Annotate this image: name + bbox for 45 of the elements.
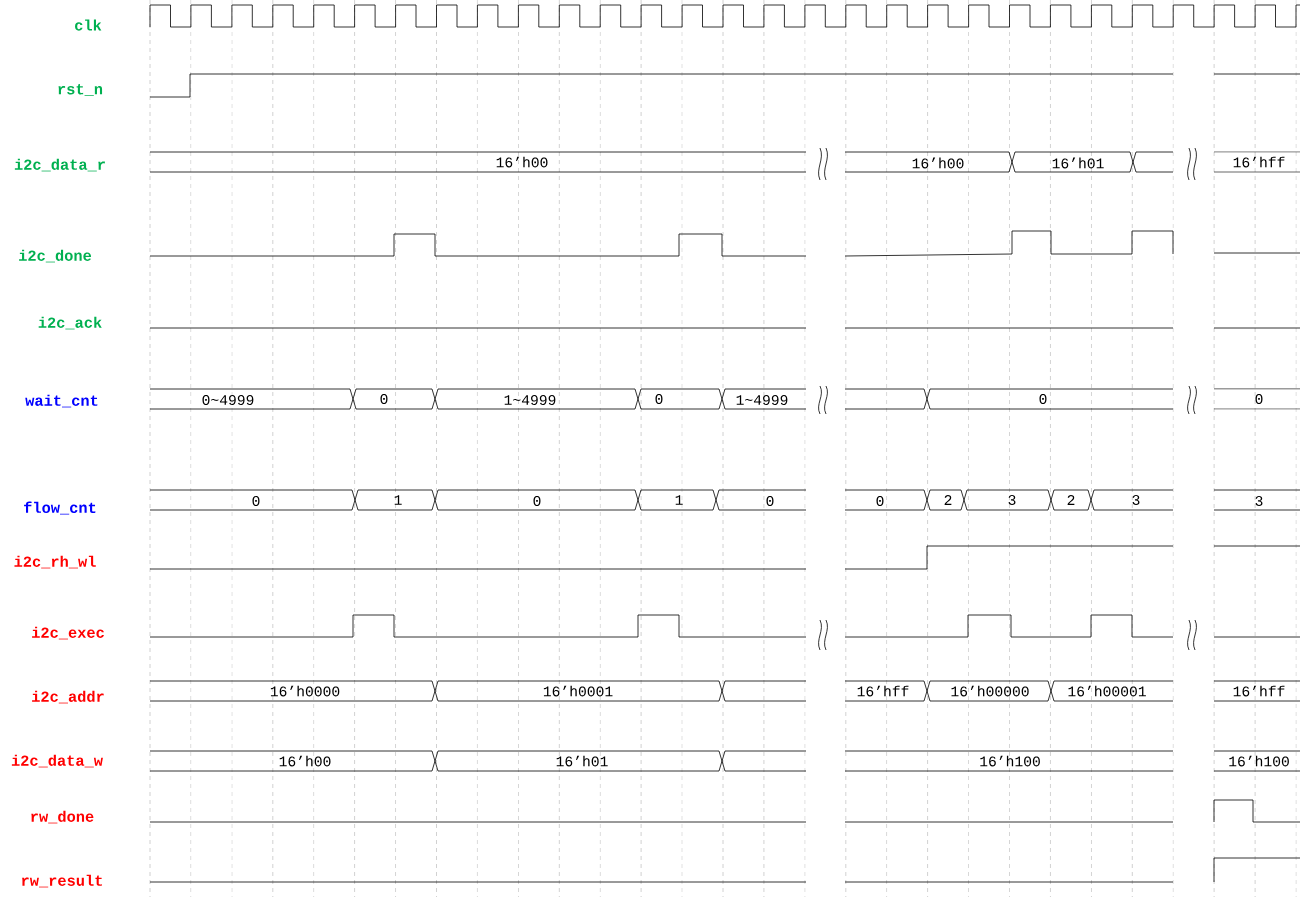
signal-name: rst_n	[58, 84, 103, 96]
signal-name: i2c_rh_wl	[14, 555, 96, 569]
bus-value: 16’h00001	[1068, 685, 1146, 697]
bus-value: 2	[944, 495, 952, 505]
signal-name: i2c_data_r	[14, 158, 105, 172]
signal-name: flow_cnt	[24, 501, 96, 515]
bus-value: 1	[675, 495, 683, 505]
bus-value: 3	[1132, 495, 1140, 505]
signal-name: i2c_done	[19, 249, 92, 263]
signal-name: rw_result	[22, 874, 102, 888]
bus-value: 3	[1255, 496, 1263, 506]
bus-value: 16’h00	[912, 157, 964, 169]
bus-value: 0	[1255, 394, 1263, 404]
bus-value: 1	[394, 495, 402, 505]
signal-name: rw_done	[31, 810, 94, 824]
signal-name: i2c_addr	[32, 690, 104, 704]
signal-name: i2c_ack	[38, 316, 102, 330]
bus-value: 1~4999	[504, 395, 556, 405]
bus-value: 1~4999	[736, 395, 788, 405]
bus-value: 0	[766, 496, 774, 506]
signal-name: i2c_data_w	[11, 754, 103, 768]
bus-value: 0~4999	[202, 395, 254, 405]
bus-value: 16’h0001	[543, 685, 613, 697]
signal-name: i2c_exec	[32, 626, 104, 640]
bus-value: 16’h00000	[951, 685, 1029, 697]
signal-name: clk	[75, 19, 102, 31]
bus-value: 16’hff	[1233, 685, 1285, 697]
bus-value: 0	[380, 394, 388, 404]
bus-value: 16’h00	[496, 156, 548, 168]
bus-value: 0	[252, 496, 260, 506]
signal-name: wait_cnt	[25, 394, 98, 408]
bus-value: 16’hff	[857, 685, 909, 697]
bus-value: 0	[655, 394, 663, 404]
bus-value: 16’h100	[980, 755, 1040, 767]
bus-value: 16’h00	[279, 755, 331, 767]
bus-value: 16’h0000	[270, 685, 340, 697]
bus-value: 16’h01	[1052, 157, 1104, 169]
bus-value: 0	[533, 496, 541, 506]
bus-value: 0	[1039, 394, 1047, 404]
bus-value: 2	[1067, 495, 1075, 505]
bus-value: 16’h100	[1229, 755, 1289, 767]
bus-value: 16’hff	[1233, 156, 1285, 168]
bus-value: 0	[876, 496, 884, 506]
bus-value: 3	[1008, 495, 1016, 505]
bus-value: 16’h01	[556, 755, 608, 767]
